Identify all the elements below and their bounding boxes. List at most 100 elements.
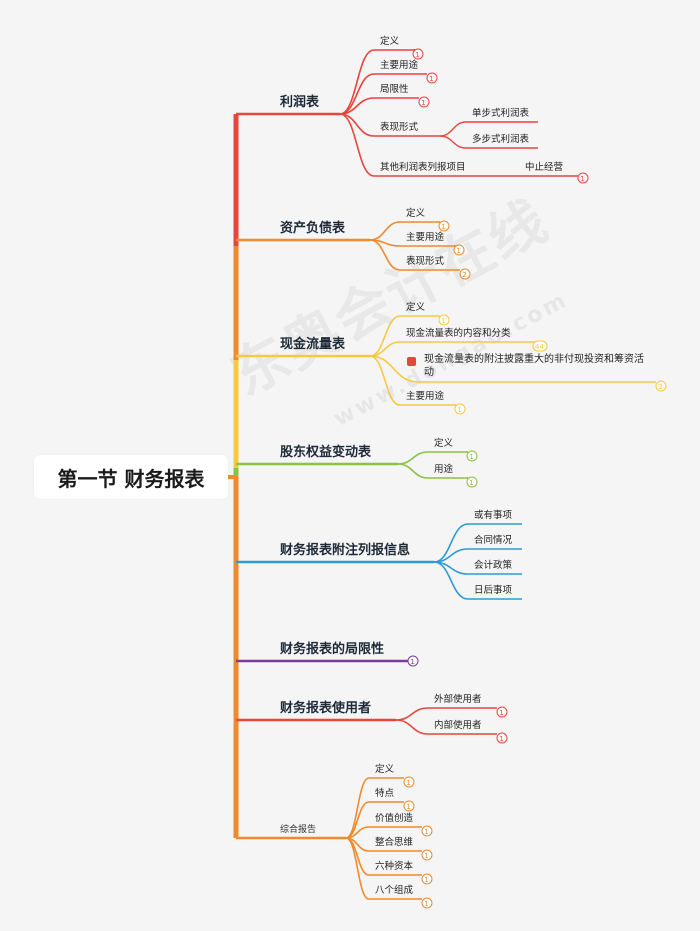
connector-line: [345, 837, 370, 900]
count-badge[interactable]: 1: [457, 406, 461, 414]
connector-line: [439, 135, 467, 149]
child-label[interactable]: 整合思维: [375, 836, 414, 848]
badge-bg: [577, 172, 589, 184]
child-label[interactable]: 六种资本: [375, 860, 414, 872]
badge-bg: [655, 380, 667, 392]
child-label[interactable]: 现金流量表的内容和分类: [406, 327, 511, 339]
child-label[interactable]: 局限性: [380, 83, 409, 95]
flag-icon: [407, 357, 416, 366]
count-badge[interactable]: 1: [580, 175, 584, 183]
badge-bg: [421, 849, 433, 861]
branch-2-label[interactable]: 资产负债表: [280, 220, 346, 236]
count-badge[interactable]: 2: [462, 271, 466, 279]
child-label[interactable]: 主要用途: [406, 231, 445, 243]
child-label[interactable]: 价值创造: [375, 812, 414, 824]
count-badge[interactable]: 1: [406, 779, 410, 787]
branch-8-label[interactable]: 综合报告: [280, 823, 316, 835]
child-label[interactable]: 外部使用者: [434, 693, 482, 705]
child-label[interactable]: 或有事项: [474, 509, 513, 521]
connector-line: [339, 97, 375, 115]
count-badge[interactable]: 1: [424, 900, 428, 908]
badge-bg: [438, 314, 450, 326]
badge-bg: [454, 403, 466, 415]
badge-bg: [421, 897, 433, 909]
grandchild-label[interactable]: 单步式利润表: [472, 107, 530, 119]
count-badge[interactable]: 1: [499, 735, 503, 743]
badge-bg: [453, 244, 465, 256]
connector-line: [369, 239, 401, 271]
badge-bg: [407, 655, 419, 667]
branch-3-label[interactable]: 现金流量表: [280, 336, 346, 352]
badge-bg: [412, 48, 424, 60]
connector-line: [433, 561, 469, 600]
branch-4-label[interactable]: 股东权益变动表: [280, 444, 372, 460]
child-label[interactable]: 其他利润表列报项目: [380, 161, 466, 173]
count-badge[interactable]: 44: [535, 343, 544, 351]
count-badge[interactable]: 1: [456, 247, 460, 255]
root-node[interactable]: 第一节 财务报表: [34, 455, 228, 499]
child-label[interactable]: 定义: [375, 763, 395, 775]
connector-line: [397, 463, 429, 479]
branch-5-label[interactable]: 财务报表附注列报信息: [280, 542, 410, 558]
child-label[interactable]: 定义: [434, 437, 454, 449]
count-badge[interactable]: 1: [499, 709, 503, 717]
count-badge[interactable]: 1: [429, 75, 433, 83]
child-label[interactable]: 特点: [375, 787, 395, 799]
count-badge[interactable]: 1: [421, 99, 425, 107]
child-label[interactable]: 主要用途: [406, 390, 445, 402]
badge-bg: [426, 72, 438, 84]
connector-line: [397, 451, 429, 465]
badge-bg: [403, 776, 415, 788]
child-label[interactable]: 会计政策: [474, 559, 513, 571]
count-badge[interactable]: 1: [469, 479, 473, 487]
branch-1-label[interactable]: 利润表: [280, 94, 320, 110]
count-badge[interactable]: 1: [424, 876, 428, 884]
child-label[interactable]: 合同情况: [474, 534, 513, 546]
badge-bg: [532, 340, 548, 352]
child-label[interactable]: 现金流量表的附注披露重大的非付现投资和筹资活: [424, 352, 644, 365]
badge-bg: [466, 450, 478, 462]
connector-line: [439, 121, 467, 137]
connector-line: [369, 355, 419, 383]
grandchild-label[interactable]: 多步式利润表: [472, 133, 530, 145]
count-badge[interactable]: 1: [469, 453, 473, 461]
count-badge[interactable]: 1: [410, 658, 414, 666]
child-label[interactable]: 定义: [380, 35, 400, 47]
badge-bg: [496, 706, 508, 718]
branch-6-label[interactable]: 财务报表的局限性: [280, 641, 384, 657]
count-badge[interactable]: 1: [441, 223, 445, 231]
count-badge[interactable]: 1: [424, 852, 428, 860]
connector-line: [345, 777, 370, 839]
grandchild-label[interactable]: 中止经营: [525, 161, 563, 173]
child-label[interactable]: 主要用途: [380, 59, 419, 71]
child-label[interactable]: 用途: [434, 463, 454, 475]
count-badge[interactable]: 1: [406, 803, 410, 811]
badge-bg: [403, 800, 415, 812]
connector-line: [339, 113, 375, 177]
child-label[interactable]: 定义: [406, 207, 426, 219]
count-badge[interactable]: 1: [441, 317, 445, 325]
child-label[interactable]: 表现形式: [380, 121, 419, 133]
child-label[interactable]: 内部使用者: [434, 719, 482, 731]
connector-line: [369, 221, 401, 241]
badge-bg: [438, 220, 450, 232]
connector-line: [339, 113, 375, 137]
badge-bg: [418, 96, 430, 108]
count-badge[interactable]: 1: [424, 828, 428, 836]
badge-bg: [459, 268, 471, 280]
child-label[interactable]: 表现形式: [406, 255, 445, 267]
connector-line: [369, 355, 401, 406]
connector-line: [395, 719, 429, 735]
badge-bg: [466, 476, 478, 488]
connector-line: [339, 49, 375, 115]
branch-7-label[interactable]: 财务报表使用者: [280, 700, 371, 716]
count-badge[interactable]: 2: [658, 383, 662, 391]
badge-bg: [421, 825, 433, 837]
child-label[interactable]: 动: [424, 366, 434, 378]
child-label[interactable]: 八个组成: [375, 884, 414, 896]
count-badge[interactable]: 1: [415, 51, 419, 59]
connector-line: [395, 707, 429, 721]
child-label[interactable]: 定义: [406, 301, 426, 313]
child-label[interactable]: 日后事项: [474, 584, 513, 596]
